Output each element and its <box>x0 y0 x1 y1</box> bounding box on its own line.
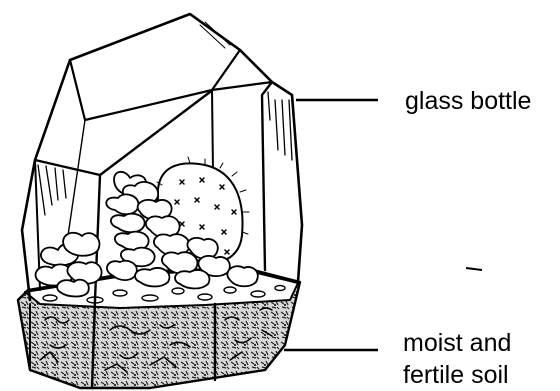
terrarium-icon <box>18 14 302 388</box>
label-soil-line2: fertile soil <box>403 361 509 389</box>
label-soil-line1: moist and <box>403 329 511 357</box>
stray-mark <box>466 268 482 270</box>
label-glass-bottle: glass bottle <box>405 87 531 115</box>
